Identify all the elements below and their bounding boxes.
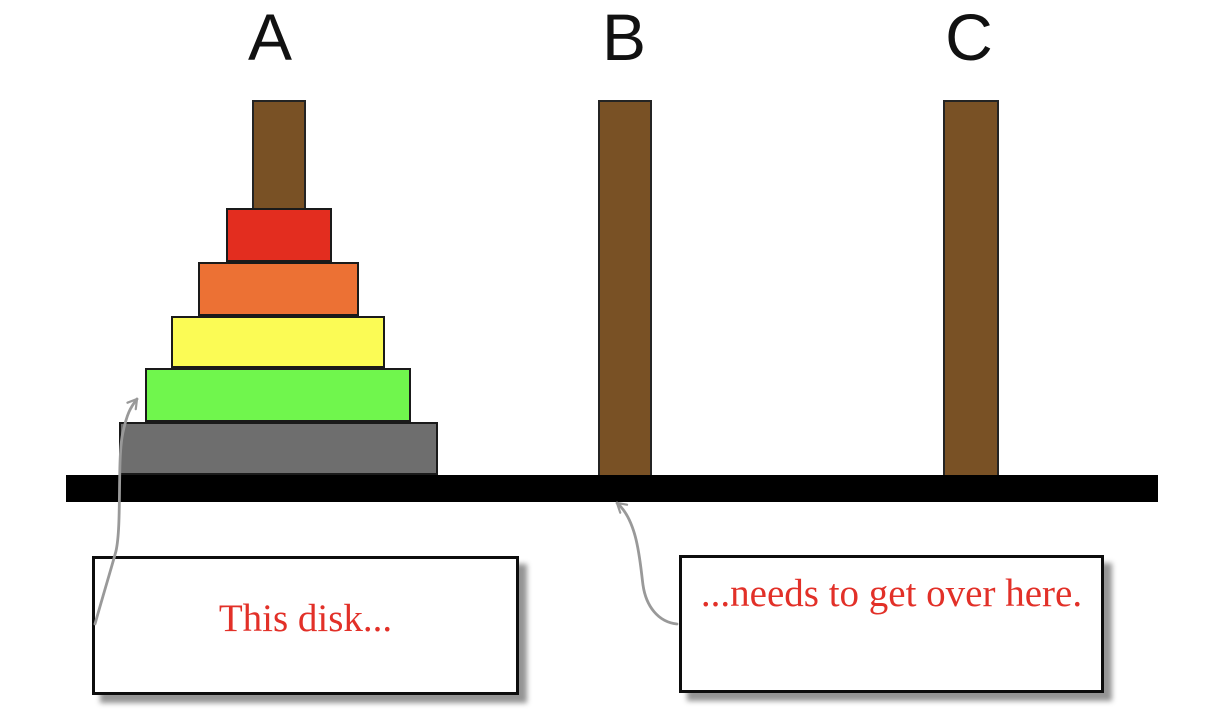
- peg-label-a: A: [247, 0, 293, 74]
- peg-b-rod: [598, 100, 652, 477]
- arrow-to-base-peg-b: [615, 501, 679, 626]
- disk-red: [226, 208, 332, 262]
- callout-source-disk-text: This disk...: [218, 597, 393, 640]
- peg-label-c: C: [945, 0, 993, 74]
- peg-c-rod: [943, 100, 999, 477]
- disk-yellow: [171, 316, 385, 368]
- peg-label-b: B: [601, 0, 647, 74]
- callout-target-peg-text: ...needs to get over here.: [700, 572, 1083, 615]
- callout-target-peg: ...needs to get over here.: [679, 555, 1104, 693]
- disk-orange: [198, 262, 359, 316]
- disk-green: [145, 368, 411, 422]
- peg-a-rod: [252, 100, 306, 212]
- base-platform: [66, 475, 1158, 502]
- callout-source-disk: This disk...: [92, 556, 519, 695]
- disk-gray: [119, 422, 438, 475]
